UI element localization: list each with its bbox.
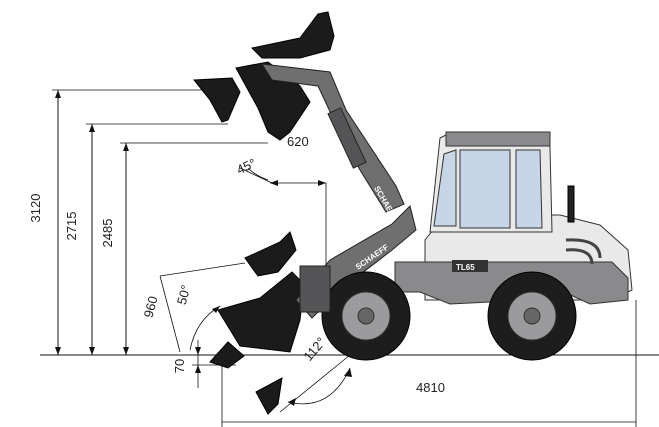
dim-line-2715 — [86, 123, 228, 355]
rollback-ground-angle — [279, 354, 352, 413]
label-2485: 2485 — [100, 219, 115, 248]
model-plate — [452, 260, 488, 272]
label-70: 70 — [172, 359, 187, 373]
dump-angle-indicator — [239, 167, 273, 184]
label-112: 112° — [300, 334, 328, 364]
label-620: 620 — [287, 134, 309, 149]
bucket-top-left — [193, 77, 241, 123]
exhaust-pipe — [567, 185, 575, 223]
label-50: 50° — [174, 283, 194, 306]
dim-line-2485 — [120, 142, 268, 355]
label-960: 960 — [141, 294, 161, 319]
bucket-top-raised — [250, 11, 335, 59]
bucket-below — [255, 377, 283, 415]
lift-arm-raised — [261, 63, 405, 213]
cab-window-door — [459, 149, 511, 229]
cab-window-rear — [515, 149, 543, 229]
label-2715: 2715 — [64, 212, 79, 241]
side-grille — [565, 238, 602, 265]
label-45: 45° — [234, 155, 258, 177]
model-label: TL65 — [456, 263, 475, 272]
label-4810: 4810 — [416, 380, 445, 395]
bucket-ground — [217, 271, 305, 353]
length-dim — [221, 300, 637, 427]
cab-window-front — [433, 149, 457, 227]
label-3120: 3120 — [28, 194, 43, 223]
cab-roof — [445, 131, 551, 147]
bucket-teeth — [209, 341, 245, 369]
rollback-dim — [159, 262, 246, 353]
front-wheel — [321, 271, 411, 361]
lift-cylinder-raised — [327, 107, 367, 169]
bucket-rollback — [244, 231, 297, 277]
front-linkage — [299, 265, 331, 313]
rear-wheel — [487, 271, 577, 361]
